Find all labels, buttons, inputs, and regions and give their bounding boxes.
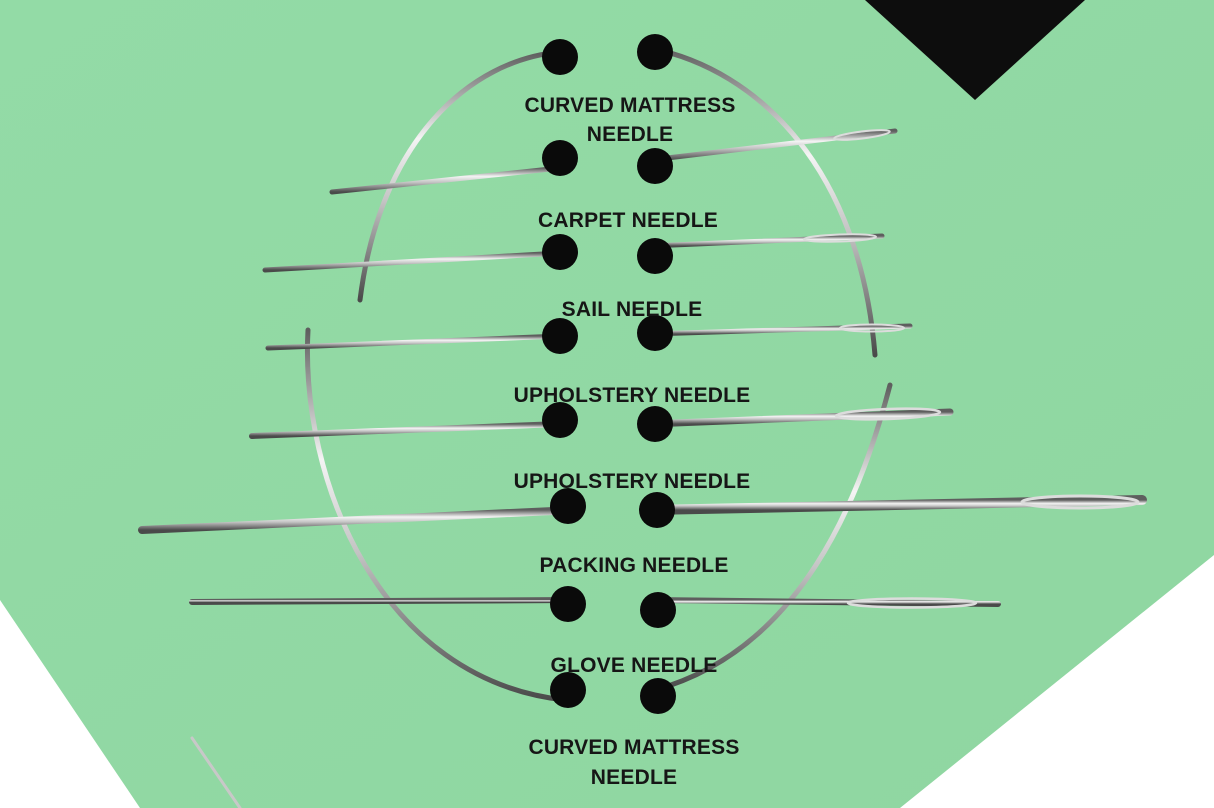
label-packing-needle: PACKING NEEDLE <box>539 554 728 577</box>
needle-2-eye <box>803 233 877 243</box>
black-tab <box>865 0 1085 100</box>
label-curved-mattress-bottom-2: NEEDLE <box>591 766 677 789</box>
label-carpet-needle: CARPET NEEDLE <box>538 209 718 232</box>
needle-2-right <box>647 233 885 249</box>
needle-5-eye <box>1020 494 1140 510</box>
label-upholstery-needle-2: UPHOLSTERY NEEDLE <box>514 470 751 493</box>
card-labels: CURVED MATTRESS NEEDLE CARPET NEEDLE SAI… <box>514 94 751 789</box>
curved-mattress-needle-top <box>357 49 563 303</box>
needle-5-left <box>138 506 579 534</box>
label-curved-mattress-bottom-1: CURVED MATTRESS <box>528 736 739 759</box>
needle-6-left <box>189 597 578 605</box>
needle-3-eye <box>839 323 905 333</box>
label-sail-needle: SAIL NEEDLE <box>562 298 703 321</box>
needle-3-right <box>647 323 913 337</box>
needle-1-eye <box>833 129 891 141</box>
needle-5-right <box>645 495 1147 515</box>
stray-pin <box>190 736 242 808</box>
needle-3-left <box>265 333 563 351</box>
needle-right-eyes <box>645 128 1147 609</box>
needle-4-right <box>646 408 954 428</box>
curved-mattress-needle-bottom <box>304 327 568 703</box>
curved-mattress-needle-bottom-right <box>652 382 893 693</box>
needle-1-right <box>647 128 898 163</box>
needle-2-left <box>262 250 563 273</box>
card-holes <box>542 34 676 714</box>
needle-6-right <box>647 597 1001 607</box>
label-curved-mattress-top-1: CURVED MATTRESS <box>524 94 735 117</box>
needle-4-left <box>249 421 563 439</box>
label-glove-needle: GLOVE NEEDLE <box>551 654 718 677</box>
needle-4-eye <box>834 407 942 421</box>
label-curved-mattress-top-2: NEEDLE <box>587 123 673 146</box>
needle-6-eye <box>846 597 978 609</box>
needle-1-left <box>329 165 563 195</box>
label-upholstery-needle-1: UPHOLSTERY NEEDLE <box>514 384 751 407</box>
needle-left-points <box>138 165 579 605</box>
